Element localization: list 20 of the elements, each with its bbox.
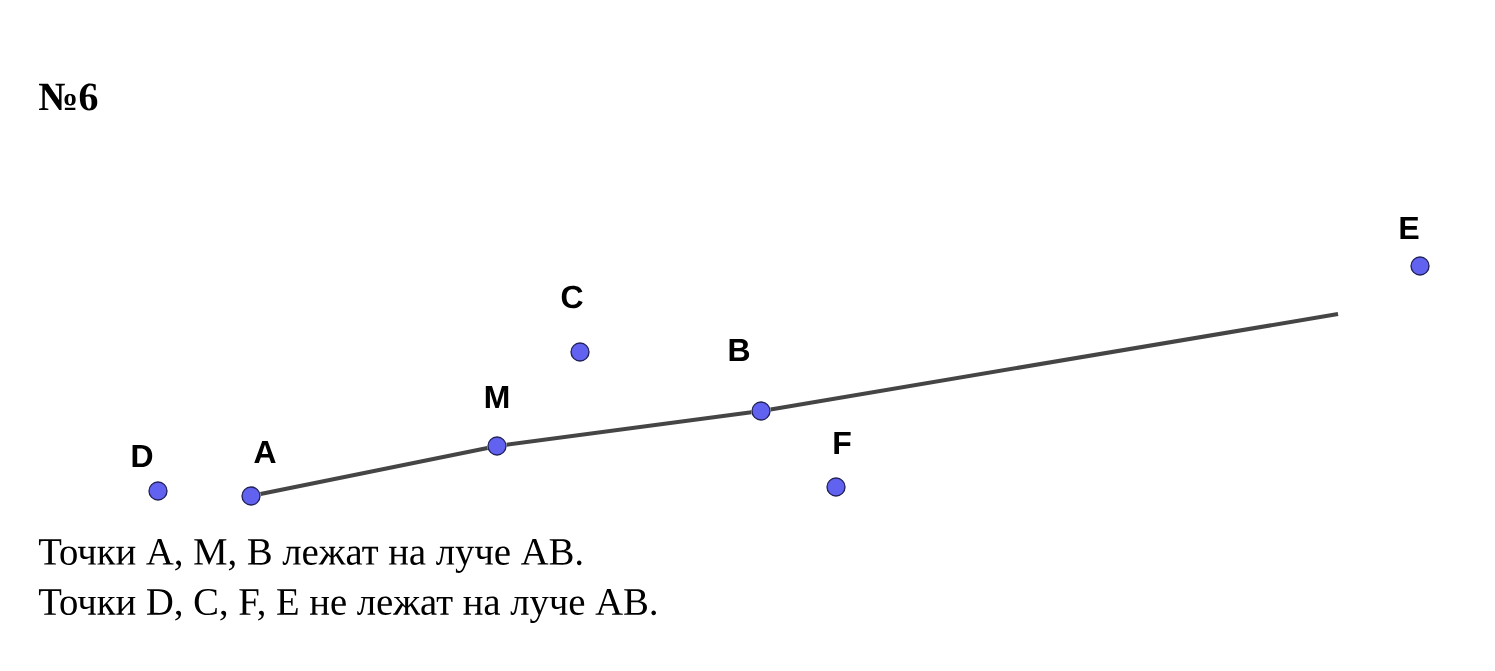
point bbox=[751, 401, 771, 421]
point bbox=[241, 486, 261, 506]
point-label: D bbox=[132, 445, 153, 467]
problem-number: №6 bbox=[39, 83, 98, 111]
point-label: M bbox=[485, 386, 509, 408]
point-label: F bbox=[834, 432, 851, 454]
point bbox=[148, 481, 168, 501]
point bbox=[570, 342, 590, 362]
point-label: C bbox=[561, 285, 583, 309]
statement-text: Точки D, C, F, E не лежат на луче AB. bbox=[38, 589, 656, 623]
statement-text: Точки A, M, B лежат на луче AB. bbox=[38, 539, 582, 573]
point-label: E bbox=[1400, 217, 1419, 239]
point bbox=[826, 477, 846, 497]
ray bbox=[770, 312, 1339, 412]
point bbox=[1410, 256, 1430, 276]
point bbox=[487, 436, 507, 456]
ray bbox=[260, 445, 488, 497]
point-label: B bbox=[729, 339, 750, 361]
ray bbox=[506, 410, 752, 447]
point-label: A bbox=[254, 441, 276, 463]
